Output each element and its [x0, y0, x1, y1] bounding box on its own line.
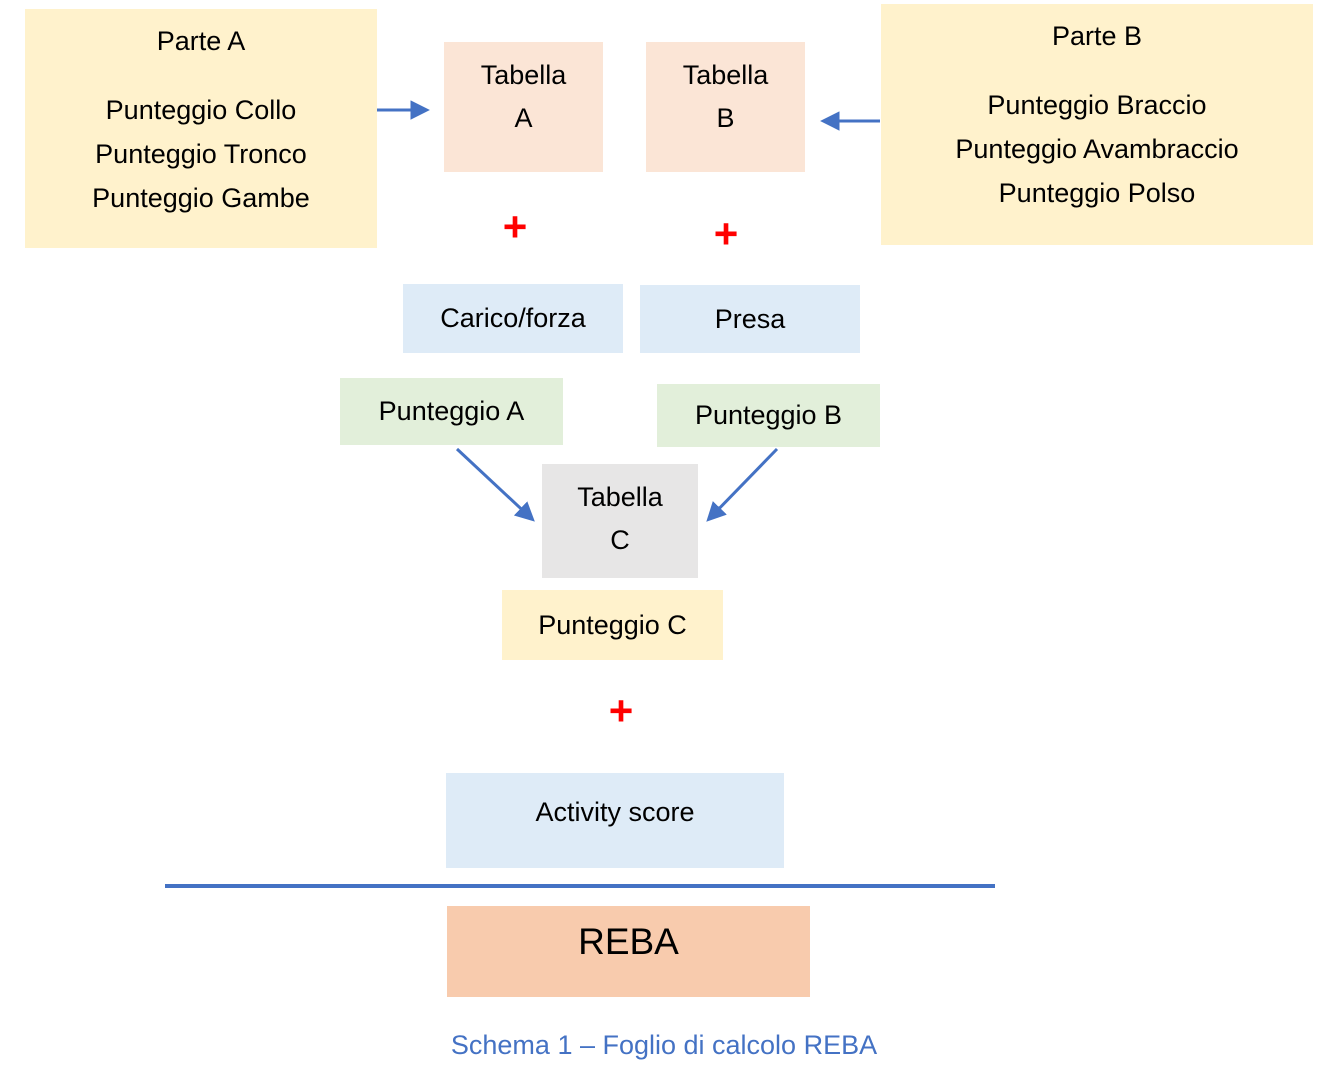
punteggio-b-box: Punteggio B [657, 384, 880, 447]
activity-score-box: Activity score [446, 773, 784, 868]
presa-box: Presa [640, 285, 860, 353]
punteggio-a-box: Punteggio A [340, 378, 563, 445]
tabella-a-box: Tabella A [444, 42, 603, 172]
tabella-c-letter: C [610, 525, 630, 555]
tabella-b-label: Tabella [682, 60, 769, 90]
tabella-b-letter: B [716, 103, 735, 133]
parte-b-item-braccio: Punteggio Braccio [987, 90, 1207, 120]
punteggio-c-box: Punteggio C [502, 590, 723, 660]
parte-a-item-gambe: Punteggio Gambe [92, 183, 310, 213]
tabella-a-letter: A [514, 103, 533, 133]
tabella-a-label: Tabella [480, 60, 567, 90]
parte-b-item-polso: Punteggio Polso [998, 178, 1196, 208]
parte-a-item-collo: Punteggio Collo [105, 95, 297, 125]
arrow-punteggio-a-to-tabella-c [455, 447, 535, 522]
parte-b-title: Parte B [1051, 21, 1143, 51]
plus-operator-b: + [713, 210, 739, 257]
tabella-c-box: Tabella C [542, 464, 698, 578]
carico-forza-box: Carico/forza [403, 284, 623, 353]
plus-operator-c: + [608, 687, 634, 734]
tabella-c-label: Tabella [577, 482, 663, 512]
plus-operator-a: + [502, 203, 528, 250]
arrow-punteggio-b-to-tabella-c [706, 447, 779, 522]
tabella-b-box: Tabella B [646, 42, 805, 172]
parte-a-item-tronco: Punteggio Tronco [95, 139, 307, 169]
parte-b-item-avambraccio: Punteggio Avambraccio [955, 134, 1239, 164]
parte-b-box: Parte B Punteggio Braccio Punteggio Avam… [881, 4, 1313, 245]
parte-a-title: Parte A [156, 26, 246, 56]
reba-result-box: REBA [447, 906, 810, 997]
figure-caption: Schema 1 – Foglio di calcolo REBA [450, 1030, 878, 1060]
parte-a-box: Parte A Punteggio Collo Punteggio Tronco… [25, 9, 377, 248]
